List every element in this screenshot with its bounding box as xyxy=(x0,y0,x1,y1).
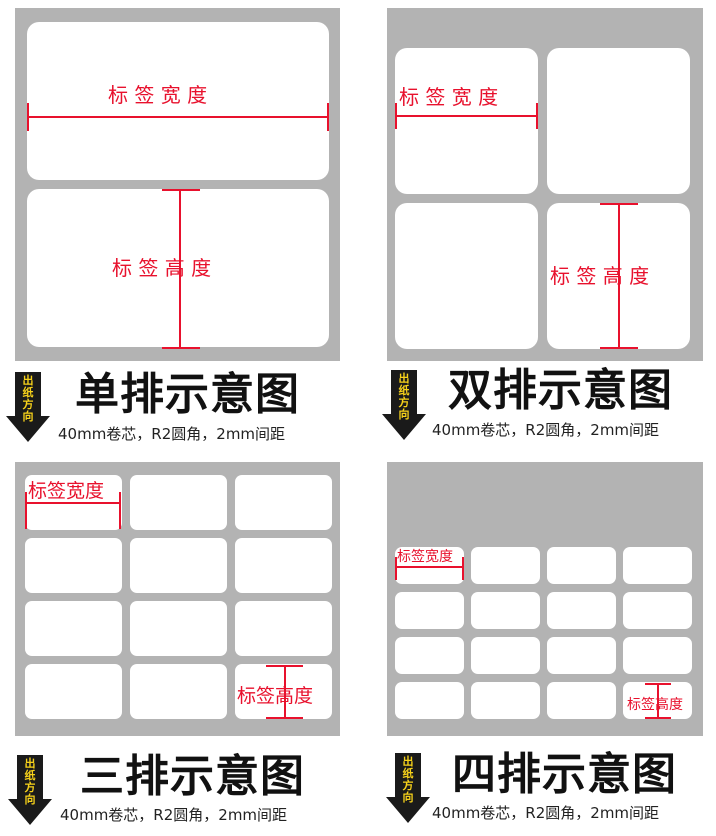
svg-text:纸: 纸 xyxy=(399,383,410,397)
label-card xyxy=(395,637,464,674)
label-card xyxy=(25,601,122,656)
label-width-text: 标 签 宽 度 xyxy=(399,85,499,109)
down-arrow-icon: 出纸 方向 xyxy=(386,753,430,823)
svg-text:向: 向 xyxy=(403,790,414,804)
label-card xyxy=(130,664,227,719)
label-width-text: 标签宽度 xyxy=(397,549,453,565)
label-card xyxy=(547,48,690,194)
section-caption: 40mm卷芯，R2圆角，2mm间距 xyxy=(58,425,286,443)
label-card xyxy=(623,637,692,674)
label-card xyxy=(395,592,464,629)
down-arrow-icon: 出纸 方向 xyxy=(8,755,52,825)
svg-text:纸: 纸 xyxy=(25,768,36,782)
label-card xyxy=(471,637,540,674)
label-width-text: 标签宽度 xyxy=(28,480,105,502)
section-title: 双排示意图 xyxy=(448,365,673,416)
label-height-text: 标 签 高 度 xyxy=(112,256,212,280)
svg-text:方: 方 xyxy=(403,778,414,792)
label-card xyxy=(547,547,616,584)
label-card xyxy=(471,682,540,719)
label-card xyxy=(471,547,540,584)
down-arrow-icon: 出纸 方向 xyxy=(6,372,50,442)
label-card xyxy=(27,189,329,347)
label-card xyxy=(130,538,227,593)
svg-text:方: 方 xyxy=(25,780,36,794)
section-title: 单排示意图 xyxy=(75,369,300,420)
label-card xyxy=(25,664,122,719)
svg-text:出: 出 xyxy=(25,756,36,770)
svg-text:纸: 纸 xyxy=(403,766,414,780)
svg-text:方: 方 xyxy=(399,395,410,409)
svg-text:出: 出 xyxy=(399,371,410,385)
section-caption: 40mm卷芯，R2圆角，2mm间距 xyxy=(432,804,660,822)
label-card xyxy=(235,538,332,593)
label-card xyxy=(130,601,227,656)
label-card xyxy=(623,592,692,629)
label-card xyxy=(27,22,329,180)
section-caption: 40mm卷芯，R2圆角，2mm间距 xyxy=(432,421,660,439)
section-title: 三排示意图 xyxy=(80,751,305,802)
quadruple-row-diagram: 标签宽度 标签高度 xyxy=(387,462,703,736)
svg-text:出: 出 xyxy=(403,754,414,768)
down-arrow-icon: 出纸 方向 xyxy=(382,370,426,440)
label-card xyxy=(547,592,616,629)
triple-row-diagram: 标签宽度 标签高度 xyxy=(15,462,340,736)
label-width-text: 标 签 宽 度 xyxy=(108,83,208,107)
label-height-text: 标签高度 xyxy=(627,697,683,713)
label-card xyxy=(395,682,464,719)
svg-text:向: 向 xyxy=(25,792,36,806)
label-height-text: 标签高度 xyxy=(237,685,314,707)
label-card xyxy=(623,547,692,584)
label-card xyxy=(130,475,227,530)
section-caption: 40mm卷芯，R2圆角，2mm间距 xyxy=(60,806,288,824)
label-card xyxy=(235,601,332,656)
label-card xyxy=(395,48,538,194)
svg-text:出: 出 xyxy=(23,373,34,387)
double-row-diagram: 标 签 宽 度 标 签 高 度 xyxy=(387,8,703,361)
label-card xyxy=(395,547,464,584)
label-card xyxy=(547,637,616,674)
single-row-diagram: 标 签 宽 度 标 签 高 度 xyxy=(15,8,340,361)
svg-text:纸: 纸 xyxy=(23,385,34,399)
svg-text:方: 方 xyxy=(23,397,34,411)
section-title: 四排示意图 xyxy=(452,749,677,800)
svg-text:向: 向 xyxy=(399,407,410,421)
label-card xyxy=(235,475,332,530)
label-card xyxy=(471,592,540,629)
label-card xyxy=(395,203,538,349)
label-card xyxy=(25,538,122,593)
label-height-text: 标 签 高 度 xyxy=(550,264,650,288)
svg-text:向: 向 xyxy=(23,409,34,423)
label-card xyxy=(547,682,616,719)
label-card xyxy=(235,664,332,719)
